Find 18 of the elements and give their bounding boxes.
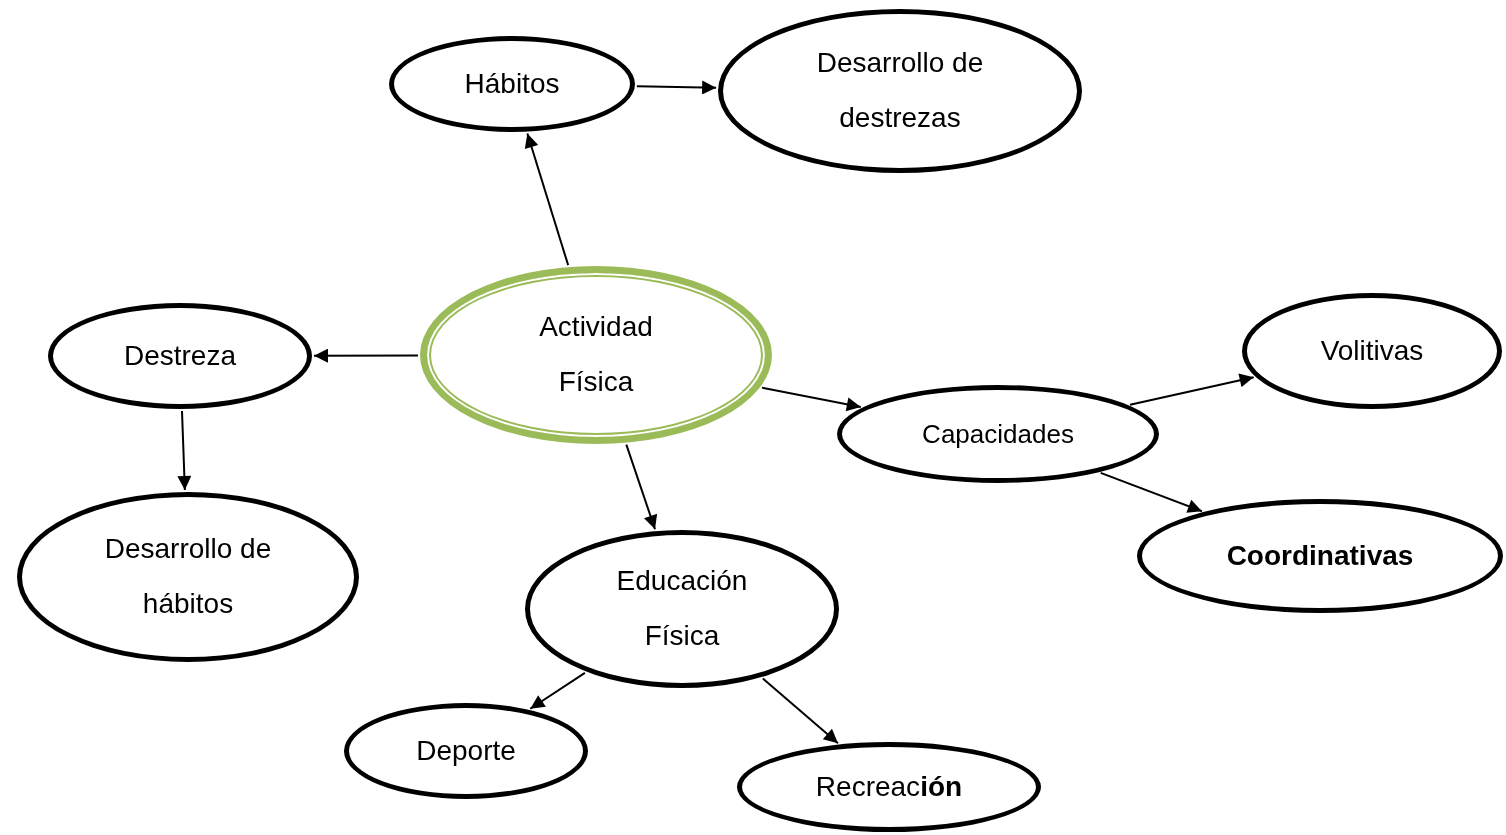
arrow	[177, 410, 192, 491]
arrow	[625, 443, 658, 531]
concept-label: Destreza	[123, 338, 236, 373]
concept-label: Recreación	[815, 769, 963, 804]
concept-label: Coordinativas	[1226, 538, 1414, 573]
arrow	[529, 671, 586, 710]
arrow	[313, 348, 419, 363]
arrow	[635, 80, 718, 95]
concept-label: Volitivas	[1320, 333, 1424, 368]
concept-label: Hábitos	[464, 66, 560, 101]
arrow	[524, 132, 570, 267]
concept-label: Desarrollo de hábitos	[103, 532, 273, 621]
arrow	[1099, 471, 1203, 513]
concept-label: Desarrollo de destrezas	[815, 46, 985, 135]
concept-label: Deporte	[416, 733, 516, 768]
concept-label: Capacidades	[922, 417, 1074, 451]
concept-label: Actividad Física	[538, 310, 654, 399]
concept-label: Educación Física	[615, 564, 749, 653]
